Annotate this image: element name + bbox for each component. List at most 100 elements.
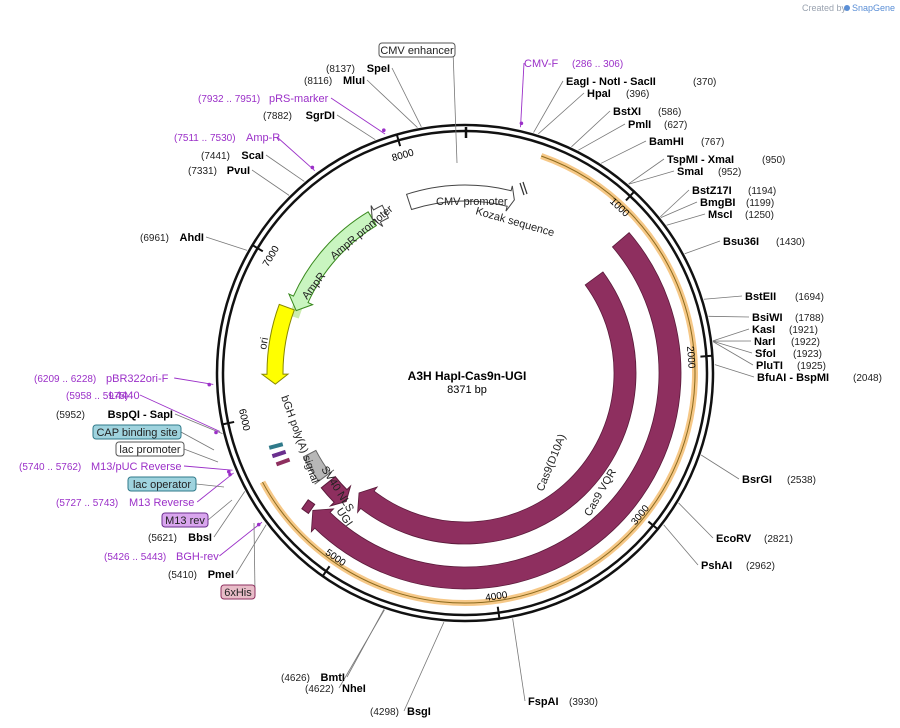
feature-box-lac-promoter[interactable] [115, 441, 185, 457]
primer-bgh-rev[interactable]: BGH-rev [176, 551, 219, 563]
feature-box-6xhis[interactable] [220, 584, 256, 600]
site-eagi-noti-sacii[interactable]: EagI - NotI - SacII [566, 76, 656, 88]
site-bstxi[interactable]: BstXI [613, 106, 641, 118]
site-leader-line [712, 328, 750, 342]
site-smai[interactable]: SmaI [677, 166, 703, 178]
site-pluti[interactable]: PluTI [756, 360, 783, 372]
primer-m13-reverse[interactable]: M13 Reverse [129, 497, 194, 509]
sv40-nls-box[interactable] [301, 499, 316, 515]
primer-l4440[interactable]: L4440 [109, 390, 140, 402]
site-pmli[interactable]: PmlI [628, 119, 651, 131]
site-pmei-position: (5410) [168, 570, 197, 581]
site-mlui[interactable]: MluI [343, 75, 365, 87]
primer-amp-r-range: (7511 .. 7530) [174, 133, 236, 144]
site-nhei[interactable]: NheI [342, 683, 366, 695]
site-eagi-noti-sacii-position: (370) [693, 77, 716, 88]
site-kasi-position: (1921) [789, 325, 818, 336]
site-hpai[interactable]: HpaI [587, 88, 611, 100]
ori-arc[interactable] [260, 303, 295, 385]
feature-box-m13-rev[interactable] [161, 512, 209, 528]
site-scai-position: (7441) [201, 151, 230, 162]
site-nari[interactable]: NarI [754, 336, 775, 348]
primer-prs-marker[interactable]: pRS-marker [269, 93, 329, 105]
restriction-site-labels: SpeI(8137)MluI(8116)SgrDI(7882)ScaI(7441… [56, 63, 882, 718]
site-ecorv[interactable]: EcoRV [716, 533, 752, 545]
ampr-promoter-arc[interactable] [370, 204, 390, 227]
site-leader-lines [174, 67, 755, 712]
site-leader-line [666, 213, 706, 226]
site-leader-line [235, 524, 267, 575]
site-bsu36i[interactable]: Bsu36I [723, 236, 759, 248]
primer-arrow-icon [214, 430, 218, 435]
site-tspmi-xmai[interactable]: TspMI - XmaI [667, 154, 734, 166]
feature-leader-line [452, 49, 458, 164]
site-bsgi[interactable]: BsgI [407, 706, 431, 718]
site-leader-line [628, 170, 675, 185]
cas9-d10a-arc[interactable] [357, 271, 637, 545]
site-bamhi-position: (767) [701, 137, 724, 148]
primer-arrow-icon [228, 472, 232, 477]
primer-cmv-f-range: (286 .. 306) [572, 59, 623, 70]
ampr-arc[interactable] [287, 211, 378, 312]
cmv-promoter-label: CMV promoter [436, 196, 508, 208]
bgh-polya-arc[interactable] [302, 449, 335, 485]
site-smai-position: (952) [718, 167, 741, 178]
primer-pbr322ori-f[interactable]: pBR322ori-F [106, 373, 169, 385]
tick-label: 2000 [684, 346, 697, 369]
site-bsiwi[interactable]: BsiWI [752, 312, 783, 324]
primer-arrow-icon [256, 522, 261, 527]
site-sgrdi[interactable]: SgrDI [306, 110, 335, 122]
snapgene-brand: SnapGene [852, 3, 895, 13]
site-leader-line [678, 502, 714, 539]
site-bmgbi-position: (1199) [746, 198, 774, 209]
primer-amp-r[interactable]: Amp-R [246, 132, 280, 144]
site-pshai[interactable]: PshAI [701, 560, 732, 572]
feature-box-cap-binding-site[interactable] [92, 424, 182, 440]
site-msci[interactable]: MscI [708, 209, 732, 221]
site-sfoi[interactable]: SfoI [755, 348, 776, 360]
site-mlui-position: (8116) [304, 76, 332, 87]
feature-leader-line [195, 483, 225, 488]
ugi-arc[interactable] [320, 475, 352, 507]
feature-leader-line [183, 448, 219, 463]
site-leader-line [338, 609, 385, 689]
site-fspai[interactable]: FspAI [528, 696, 559, 708]
primer-bgh-rev-range: (5426 .. 5443) [104, 552, 166, 563]
site-bbsi[interactable]: BbsI [188, 532, 212, 544]
plasmid-name: A3H HapI-Cas9n-UGI [408, 369, 527, 383]
cap-site-mark [268, 442, 284, 450]
tick-mark [496, 606, 501, 620]
ori-label: ori [257, 336, 271, 350]
site-bstz17i[interactable]: BstZ17I [692, 185, 732, 197]
site-bspqi-sapi[interactable]: BspQI - SapI [108, 409, 173, 421]
feature-box-lac-operator[interactable] [127, 476, 197, 492]
cmv-promoter-arc[interactable] [405, 184, 515, 212]
tick-label: 7000 [261, 244, 282, 269]
site-bsrgi[interactable]: BsrGI [742, 474, 772, 486]
primer-arrow-icon [382, 128, 386, 133]
primer-cmv-f[interactable]: CMV-F [524, 58, 559, 70]
site-leader-line [700, 454, 740, 480]
site-bmti[interactable]: BmtI [321, 672, 345, 684]
site-leader-line [714, 364, 755, 378]
kozak-label: Kozak sequence [474, 205, 556, 239]
snapgene-logo-icon [844, 5, 850, 11]
site-scai[interactable]: ScaI [241, 150, 264, 162]
tick-mark [647, 520, 660, 531]
feature-box-cmv-enhancer[interactable] [378, 42, 456, 58]
site-kasi[interactable]: KasI [752, 324, 775, 336]
site-ahdi[interactable]: AhdI [180, 232, 204, 244]
site-bamhi[interactable]: BamHI [649, 136, 684, 148]
primer-m13-puc-reverse[interactable]: M13/pUC Reverse [91, 461, 181, 473]
site-pvui[interactable]: PvuI [227, 165, 250, 177]
site-bmgbi[interactable]: BmgBI [700, 197, 735, 209]
site-bsteii-position: (1694) [795, 292, 824, 303]
site-bsteii[interactable]: BstEII [745, 291, 776, 303]
site-spei[interactable]: SpeI [367, 63, 390, 75]
cas9-vqr-arc[interactable] [310, 232, 682, 590]
site-pmei[interactable]: PmeI [208, 569, 234, 581]
primer-leader-line [276, 136, 316, 172]
primer-leader-line [520, 62, 525, 128]
site-bfuai-bspmi-position: (2048) [853, 373, 882, 384]
site-bfuai-bspmi[interactable]: BfuAI - BspMI [757, 372, 829, 384]
